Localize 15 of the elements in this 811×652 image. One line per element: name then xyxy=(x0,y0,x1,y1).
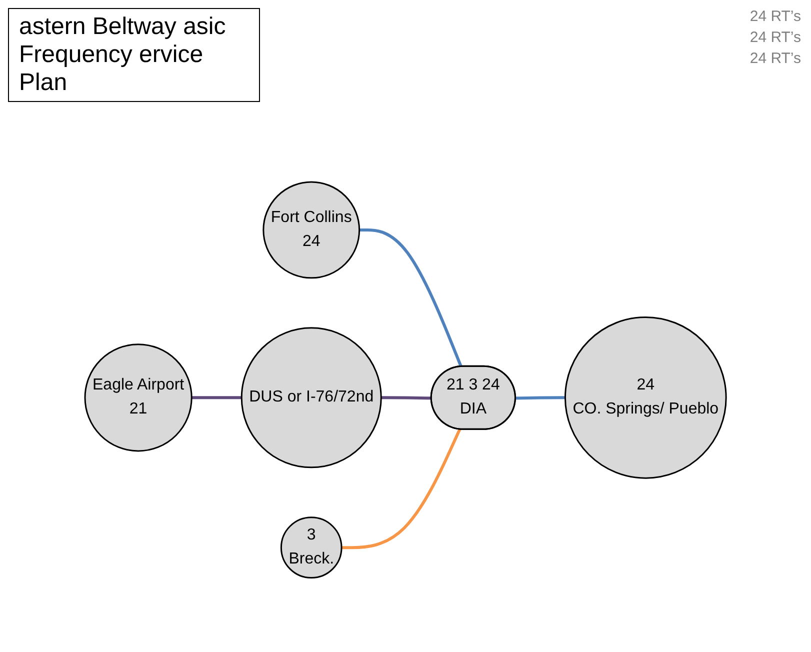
diagram-title: astern Beltway asic Frequency ervice Plan xyxy=(8,8,260,102)
node-circle xyxy=(262,181,360,279)
connector xyxy=(359,228,462,368)
connector xyxy=(516,396,566,400)
connector xyxy=(381,396,432,400)
node-circle xyxy=(280,516,342,579)
node-circle xyxy=(84,344,192,452)
connector xyxy=(192,396,242,400)
route-map-diagram: Fort Collins 24 21 3 24 DIA DUS or I-76/72nd Eagle Airport 21 3 Breck. 24 CO. Springs/ Pueblo xyxy=(76,174,734,586)
connector xyxy=(341,428,461,550)
route-trips-label: 24 RT’s xyxy=(750,8,801,25)
node-circle xyxy=(240,327,382,468)
route-trips-label: 24 RT’s xyxy=(750,50,801,67)
node-circle xyxy=(564,316,727,479)
route-trips-label: 24 RT’s xyxy=(750,29,801,46)
